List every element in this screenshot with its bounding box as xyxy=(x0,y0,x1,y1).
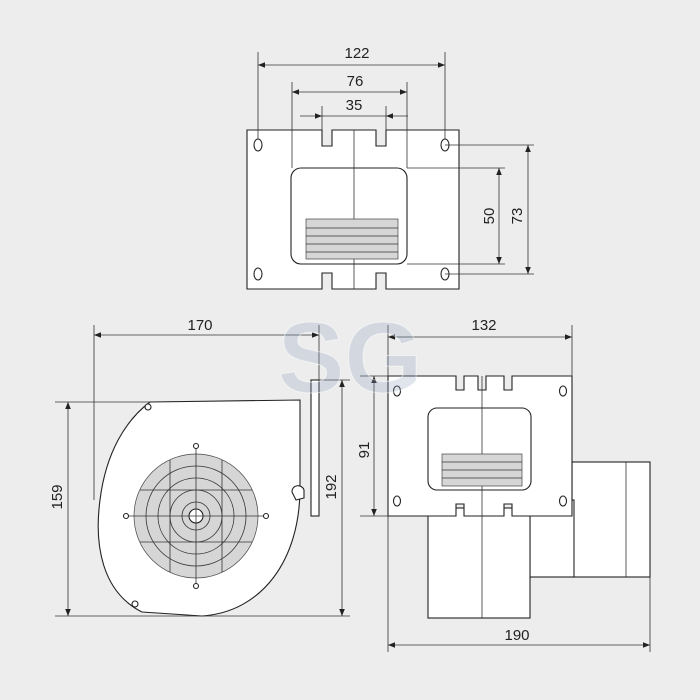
dim-label-122: 122 xyxy=(344,45,369,62)
side-screw-bottom xyxy=(131,600,139,608)
front-hole-tr xyxy=(558,385,568,397)
front-hole-tl xyxy=(392,385,402,397)
dim-label-76: 76 xyxy=(347,73,364,90)
top-grille xyxy=(305,218,399,260)
top-hole-bl xyxy=(253,267,263,281)
watermark-logo: SG xyxy=(278,302,422,414)
dim-label-192: 192 xyxy=(323,474,340,499)
side-flange xyxy=(310,379,320,517)
front-view: 132 91 190 xyxy=(356,317,651,652)
side-view: 170 159 192 xyxy=(49,317,350,617)
fan-grille xyxy=(122,442,270,590)
front-motor xyxy=(571,461,651,578)
dim-label-190: 190 xyxy=(504,627,529,644)
dim-label-170: 170 xyxy=(187,317,212,334)
front-hole-br xyxy=(558,495,568,507)
dim-label-50: 50 xyxy=(481,208,498,225)
side-screw-top xyxy=(144,403,152,411)
dim-label-35: 35 xyxy=(346,97,363,114)
dim-label-132: 132 xyxy=(471,317,496,334)
dim-label-73: 73 xyxy=(509,208,526,225)
top-hole-tl xyxy=(253,138,263,152)
front-housing xyxy=(427,507,531,619)
side-bracket xyxy=(291,485,305,501)
top-view: 122 76 35 50 73 xyxy=(246,45,534,290)
front-grille xyxy=(441,453,523,487)
front-hole-bl xyxy=(392,495,402,507)
dim-label-91: 91 xyxy=(356,442,373,459)
dim-label-159: 159 xyxy=(49,484,66,509)
top-grille-box xyxy=(305,218,399,260)
